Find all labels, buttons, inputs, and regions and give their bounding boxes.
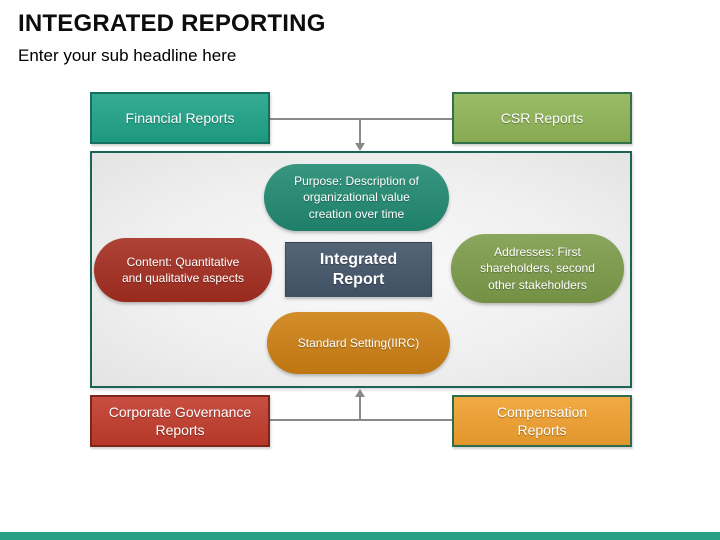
addresses-ellipse: Addresses: First shareholders, second ot… [451,234,624,303]
standard-setting-ellipse: Standard Setting(IIRC) [267,312,450,374]
page-subtitle: Enter your sub headline here [18,46,237,65]
financial-reports-box: Financial Reports [90,92,270,144]
content-ellipse: Content: Quantitative and qualitative as… [94,238,272,302]
arrow-down-icon [355,143,365,151]
corporate-governance-reports-box: Corporate Governance Reports [90,395,270,447]
compensation-reports-box: Compensation Reports [452,395,632,447]
page-title: INTEGRATED REPORTING [18,10,326,37]
connector-bottom-vertical [359,397,361,419]
arrow-up-icon [355,389,365,397]
integrated-report-box: Integrated Report [285,242,432,297]
connector-bottom-horizontal [270,419,452,421]
csr-reports-box: CSR Reports [452,92,632,144]
purpose-ellipse: Purpose: Description of organizational v… [264,164,449,231]
connector-top-horizontal [270,118,452,120]
footer-accent-bar [0,532,720,540]
connector-top-vertical [359,120,361,144]
